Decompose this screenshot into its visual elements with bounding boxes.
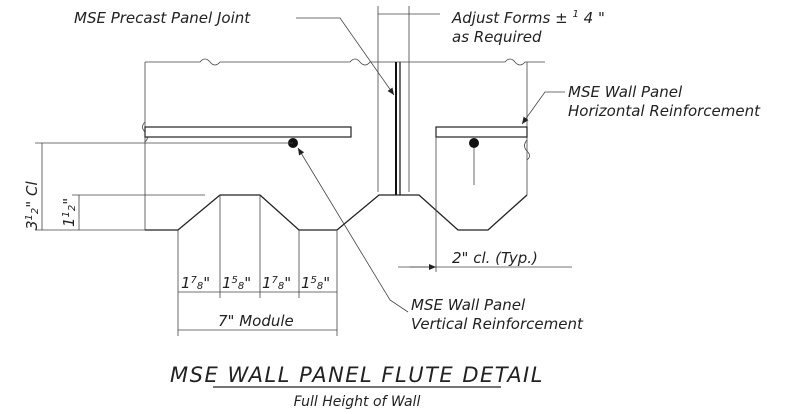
segment-dim-3: 178" bbox=[262, 274, 291, 292]
horizontal-reinforcement-label-line2: Horizontal Reinforcement bbox=[568, 102, 761, 120]
vertical-reinforcement-label-line2: Vertical Reinforcement bbox=[411, 315, 584, 333]
detail-subtitle: Full Height of Wall bbox=[294, 394, 421, 410]
segment-dim-4: 158" bbox=[301, 274, 330, 292]
vertical-reinforcement-bar-right bbox=[469, 138, 479, 148]
clear-typ-label: 2" cl. (Typ.) bbox=[452, 249, 538, 267]
panel-joint-leader bbox=[296, 17, 395, 96]
segment-dim-2: 158" bbox=[222, 274, 251, 292]
flute-profile bbox=[145, 194, 528, 231]
horizontal-reinforcement-left bbox=[144, 126, 352, 138]
cover-dim-label: 312" Cl bbox=[23, 181, 41, 230]
horizontal-reinforcement-label-line1: MSE Wall Panel bbox=[568, 83, 683, 101]
segment-dim-1: 178" bbox=[181, 274, 210, 292]
module-label: 7" Module bbox=[218, 312, 294, 330]
adjust-forms-label-line2: as Required bbox=[452, 28, 542, 46]
detail-title: MSE WALL PANEL FLUTE DETAIL bbox=[170, 363, 544, 387]
panel-joint-label: MSE Precast Panel Joint bbox=[74, 9, 251, 27]
horizontal-reinforcement-leader bbox=[521, 91, 565, 125]
vertical-reinforcement-leader bbox=[297, 147, 409, 313]
vertical-reinforcement-label-line1: MSE Wall Panel bbox=[411, 296, 526, 314]
depth-dim-label: 112" bbox=[60, 198, 78, 227]
horizontal-reinforcement-right bbox=[435, 126, 528, 138]
adjust-forms-label: Adjust Forms ± 1 4 " bbox=[451, 3, 605, 27]
panel-top-edge bbox=[145, 58, 545, 66]
panel-right-break bbox=[524, 139, 530, 161]
